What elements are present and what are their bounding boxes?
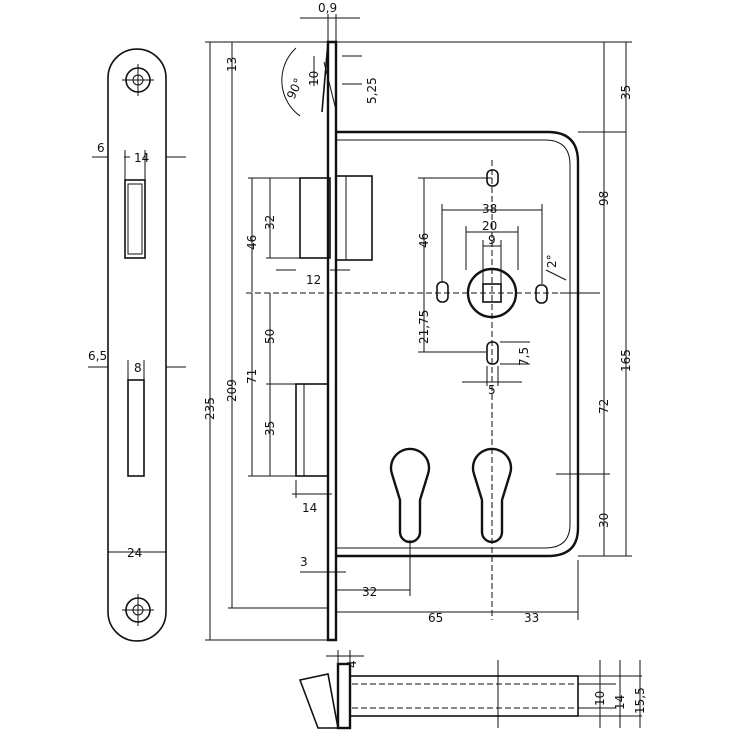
right-side-dimensions: 35 98 165 72 30	[336, 41, 633, 557]
dim-20: 20	[482, 219, 497, 233]
dim-50: 50	[263, 329, 277, 344]
bottom-dimensions: 3 32 65 33	[300, 540, 579, 625]
dim-98: 98	[597, 191, 611, 206]
section-plate	[336, 662, 352, 730]
section-view: 4 10 14 15,5	[298, 650, 647, 730]
left-height-dimensions: 235 209 46 32 12 50 71 35 14	[203, 42, 590, 641]
faceplate-front-view: 6 14 6,5 8 24	[88, 48, 186, 642]
dim-12: 12	[306, 273, 321, 287]
faceplate-dim-24: 24	[127, 546, 142, 560]
dim-7-5: 7,5	[517, 347, 531, 366]
dim-235: 235	[203, 397, 217, 420]
top-dimensions: 0,9 13 90° 10 5,25	[205, 1, 379, 117]
dim-30: 30	[597, 513, 611, 528]
dim-10-section: 10	[593, 691, 607, 706]
dim-10: 10	[307, 71, 321, 86]
dim-46-latch: 46	[245, 235, 259, 250]
forend-plate	[326, 40, 338, 642]
lock-case	[336, 130, 580, 558]
dim-15-5-section: 15,5	[633, 687, 647, 714]
dim-71: 71	[245, 369, 259, 384]
faceplate-dim-14: 14	[134, 151, 149, 165]
faceplate-dim-8: 8	[134, 361, 142, 375]
dim-3: 3	[300, 555, 308, 569]
latch-opening	[124, 179, 146, 259]
dim-21-75: 21,75	[417, 310, 431, 344]
dim-4: 4	[345, 660, 359, 668]
dead-bolt	[295, 383, 329, 477]
bolt-opening	[127, 379, 145, 477]
dim-32-latch: 32	[263, 215, 277, 230]
slot-right	[535, 284, 548, 304]
dim-14-section: 14	[613, 695, 627, 710]
dim-2-deg: 2°	[545, 254, 559, 268]
dim-5-25: 5,25	[365, 77, 379, 104]
slot-left	[436, 281, 449, 303]
dim-14-bolt: 14	[302, 501, 317, 515]
dim-46-follower: 46	[417, 233, 431, 248]
dim-9: 9	[488, 233, 496, 247]
dim-165: 165	[619, 349, 633, 372]
lock-body-side-view	[295, 40, 580, 642]
dim-65: 65	[428, 611, 443, 625]
dim-35-bolt: 35	[263, 421, 277, 436]
dim-33: 33	[524, 611, 539, 625]
faceplate-dim-6-5: 6,5	[88, 349, 107, 363]
section-forend	[298, 673, 339, 729]
dim-35-right: 35	[619, 85, 633, 100]
dim-13: 13	[225, 57, 239, 72]
cylinder-hole-left	[389, 447, 431, 544]
faceplate-outline	[107, 48, 167, 642]
dim-38: 38	[482, 202, 497, 216]
faceplate-dim-6: 6	[97, 141, 105, 155]
dim-209: 209	[225, 379, 239, 402]
dim-72: 72	[597, 399, 611, 414]
latch-housing	[335, 175, 373, 261]
follower-dimensions: 38 20 9 2° 46 21,75 7,5 5	[417, 160, 567, 620]
cylinder-hole-right	[471, 447, 513, 544]
dim-0-9: 0,9	[318, 1, 337, 15]
section-body	[349, 675, 579, 717]
dim-90-deg: 90°	[284, 76, 306, 101]
latch-bolt	[299, 177, 331, 259]
dim-32-bottom: 32	[362, 585, 377, 599]
dim-5: 5	[488, 383, 496, 397]
